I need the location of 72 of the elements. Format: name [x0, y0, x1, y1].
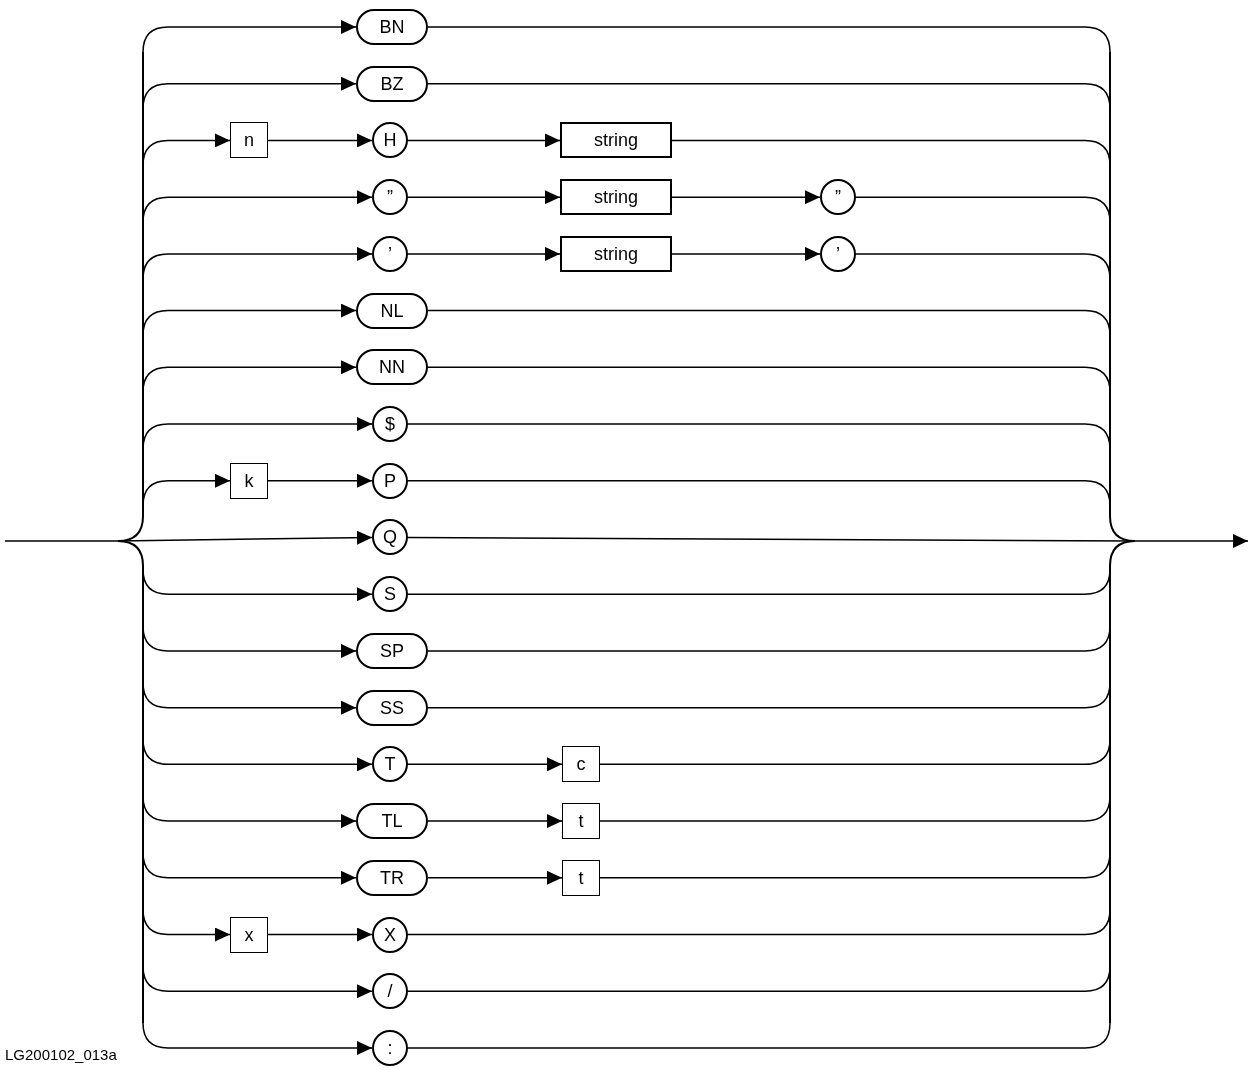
nonterminal-box: t [562, 859, 600, 896]
terminal-circle: X [372, 916, 408, 953]
connector [427, 870, 563, 885]
connector [142, 246, 373, 280]
connector [142, 360, 357, 394]
connector [142, 568, 373, 602]
connector [407, 965, 1111, 992]
terminal-circle: Q [372, 519, 408, 556]
connector [407, 246, 561, 261]
connector [142, 965, 373, 999]
connector [142, 190, 373, 223]
terminal-circle: ’ [820, 235, 856, 272]
connector [142, 908, 231, 942]
connector [855, 196, 1111, 223]
nonterminal-box: t [562, 803, 600, 840]
terminal-circle: ” [820, 179, 856, 216]
connector [671, 190, 821, 205]
terminal-circle: ” [372, 179, 408, 216]
connector [117, 530, 373, 545]
connector [142, 1022, 373, 1055]
nonterminal-box: x [230, 916, 268, 953]
terminal-circle: ’ [372, 235, 408, 272]
nonterminal-box: string [560, 179, 672, 216]
nonterminal-box: string [560, 122, 672, 159]
connector [427, 366, 1111, 394]
terminal-circle: T [372, 746, 408, 783]
connector [427, 681, 1111, 709]
connector [142, 681, 357, 715]
connector [671, 246, 821, 261]
connector [407, 480, 1111, 507]
connector [142, 473, 231, 507]
figure-id: LG200102_013a [5, 1046, 117, 1063]
connector [142, 625, 357, 658]
connector [671, 139, 1111, 167]
connector [142, 738, 373, 772]
connector [142, 795, 357, 829]
terminal-circle: $ [372, 406, 408, 443]
connector [427, 309, 1111, 337]
connector [407, 1022, 1111, 1049]
connector [267, 133, 373, 148]
connector [407, 133, 561, 148]
connector [142, 417, 373, 450]
nonterminal-box: c [562, 746, 600, 783]
connector [855, 253, 1111, 280]
connector [142, 20, 357, 53]
connector [599, 738, 1111, 766]
nonterminal-box: n [230, 122, 268, 159]
terminal-circle: H [372, 122, 408, 159]
connector [142, 303, 357, 337]
connector [427, 82, 1111, 110]
connector [407, 423, 1111, 450]
terminal-circle: P [372, 462, 408, 499]
connector [407, 757, 563, 772]
connector [407, 190, 561, 205]
connector [267, 927, 373, 942]
connector [407, 568, 1111, 595]
connector [599, 795, 1111, 822]
connector [142, 76, 357, 110]
connector [407, 908, 1111, 936]
connector [267, 473, 373, 488]
connector [407, 536, 1136, 542]
connector [427, 625, 1111, 652]
nonterminal-box: string [560, 235, 672, 272]
connector [427, 26, 1111, 53]
connector [427, 814, 563, 829]
terminal-circle: S [372, 576, 408, 613]
terminal-circle: : [372, 1029, 408, 1066]
connector [142, 852, 357, 885]
terminal-circle: / [372, 973, 408, 1010]
connector [142, 133, 231, 167]
connector [599, 852, 1111, 879]
nonterminal-box: k [230, 462, 268, 499]
